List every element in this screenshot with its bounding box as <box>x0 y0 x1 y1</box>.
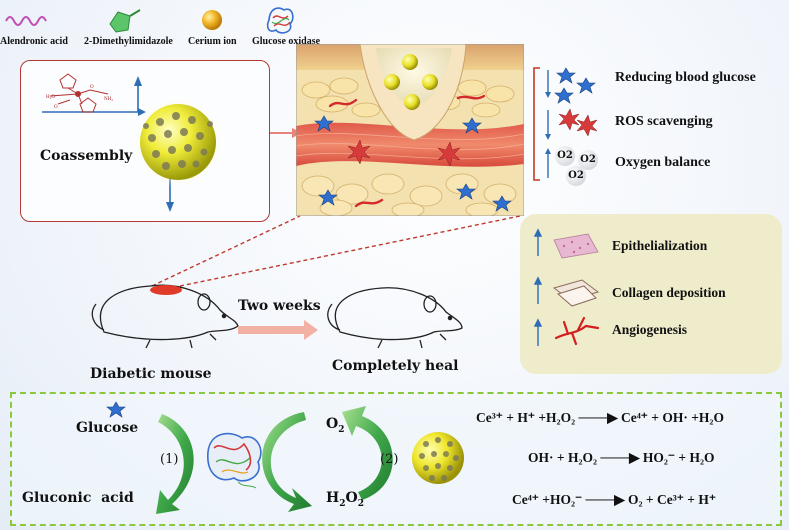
vessel-icon <box>554 316 600 346</box>
oxygen-bubble: O2 <box>578 150 598 170</box>
protein-icon <box>266 7 294 34</box>
mouse-scene <box>91 215 521 349</box>
glucose-star-icon <box>106 401 126 418</box>
healing-angiogenesis: Angiogenesis <box>612 322 688 337</box>
molecule-structure <box>49 73 109 113</box>
h2o2-sub2: 2 <box>357 498 364 509</box>
wound-mark <box>150 285 182 295</box>
h2o2-h: H <box>326 490 340 506</box>
o2-subscript: 2 <box>338 424 345 435</box>
coassembly-artwork: H₂O NH₂ O O <box>42 73 224 212</box>
legend-glucose-oxidase: Glucose oxidase <box>252 36 321 47</box>
glucose-oxidase-enzyme <box>207 432 262 489</box>
red-star-icon <box>558 108 598 137</box>
h2o2-o: O <box>345 490 358 506</box>
two-weeks-arrow <box>238 320 318 340</box>
equation-3: Ce⁴⁺ +HO₂⁻ ───▶ O₂ + Ce³⁺ + H⁺ <box>512 492 716 507</box>
svg-text:H₂O: H₂O <box>46 95 55 100</box>
h2o2-sub1: 2 <box>339 498 346 509</box>
cycle-glucose-label: Glucose <box>76 420 139 436</box>
oxygen-bubble: O2 <box>555 146 575 166</box>
equation-2: OH· + H₂O₂ ───▶ HO₂⁻ + H₂O <box>528 450 715 465</box>
catalytic-cycle-panel <box>10 392 782 526</box>
healed-mouse <box>327 287 463 349</box>
wavy-line-icon <box>5 16 47 26</box>
svg-text:O: O <box>54 105 58 110</box>
cycle-step-1: (1) <box>160 452 179 467</box>
svg-text:NH₂: NH₂ <box>104 97 113 102</box>
wound-tissue-section <box>296 44 524 216</box>
svg-text:O: O <box>90 85 94 90</box>
nanoparticle-ball <box>132 96 224 188</box>
cycle-arc-2 <box>342 406 393 500</box>
cycle-nanoparticle <box>412 432 464 484</box>
two-weeks-label: Two weeks <box>238 298 321 314</box>
epithelium-icon <box>553 233 599 259</box>
cycle-arc-middle <box>262 412 312 512</box>
cycle-o2-label: O2 <box>326 416 344 435</box>
cycle-h2o2-label: H2O2 <box>326 490 364 509</box>
equation-1: Ce³⁺ + H⁺ +H₂O₂ ───▶ Ce⁴⁺ + OH· +H₂O <box>476 410 724 425</box>
legend-alendronic-acid: Alendronic acid <box>0 36 68 47</box>
legend-cerium-ion: Cerium ion <box>188 36 237 47</box>
effect-reducing-blood-glucose: Reducing blood glucose <box>615 70 756 85</box>
cycle-gluconic-acid-label: Gluconic acid <box>22 490 134 506</box>
wound-nanoparticles <box>384 54 438 110</box>
diabetic-mouse-label: Diabetic mouse <box>90 366 212 382</box>
cycle-arc-1 <box>156 414 194 514</box>
oxygen-bubble: O2 <box>566 166 586 186</box>
legend-dimethylimidazole: 2-Dimethylimidazole <box>84 36 173 47</box>
healing-icons <box>533 228 600 346</box>
blue-star-icon <box>554 67 596 104</box>
diabetic-mouse <box>91 284 239 349</box>
tissue-ros-stars <box>347 139 461 167</box>
effect-oxygen-balance: Oxygen balance <box>615 155 711 170</box>
tissue-glucose-stars <box>314 115 512 212</box>
effect-ros-scavenging: ROS scavenging <box>615 114 713 129</box>
orange-ball-icon <box>202 10 222 30</box>
healing-epithelialization: Epithelialization <box>612 238 708 253</box>
coassembly-label: Coassembly <box>40 148 133 164</box>
effects-icons <box>533 67 598 181</box>
o2-symbol: O <box>326 416 339 432</box>
healing-collagen-deposition: Collagen deposition <box>612 285 726 300</box>
completely-heal-label: Completely heal <box>332 358 459 374</box>
imidazole-icon <box>109 9 141 33</box>
cycle-step-2: (2) <box>380 452 399 467</box>
collagen-icon <box>552 279 600 307</box>
cycle-artwork <box>106 401 464 514</box>
